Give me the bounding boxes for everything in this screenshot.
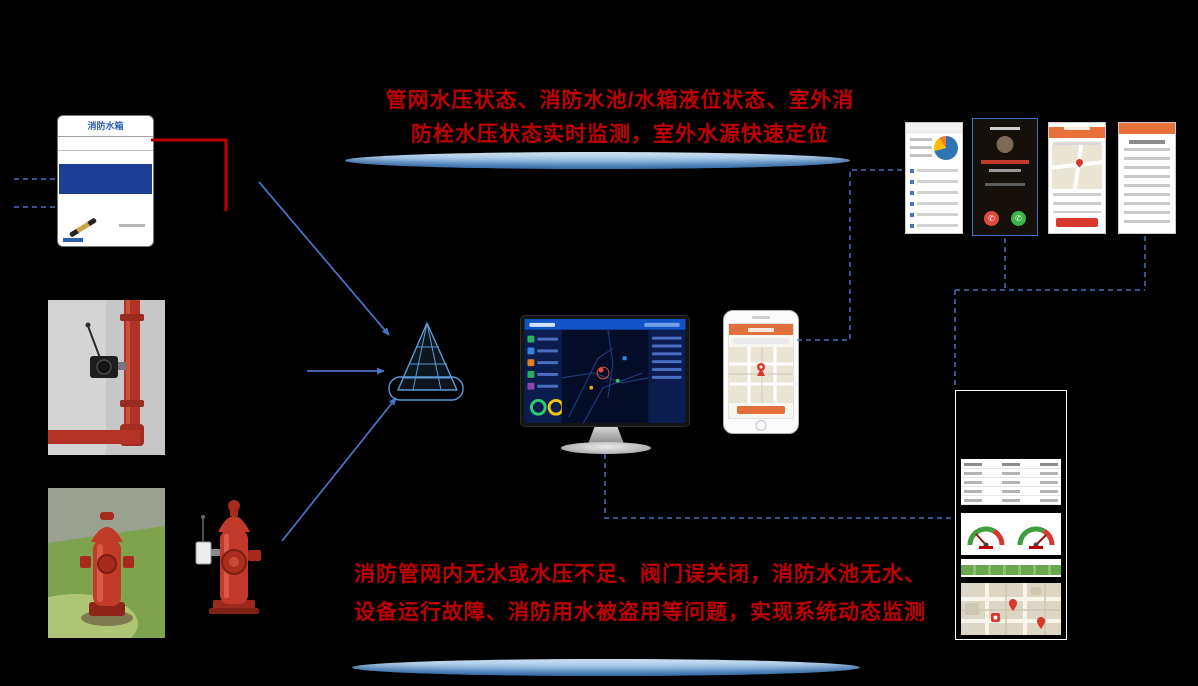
call-status-line [990,127,1020,130]
apps-to-panel-connector [954,236,1146,388]
caller-sub-line [989,169,1021,172]
fire-water-tank: 消防水箱 [57,115,154,247]
phone-map-graphic [729,324,793,418]
status-strip [961,565,1061,575]
dashboard-graphic [524,319,686,424]
pipe-photo-graphic [48,300,165,455]
phone-speaker [752,316,770,319]
app1-list-dots [910,169,914,228]
pipe-pressure-sensor-photo [48,300,165,455]
decline-call-icon: ✆ [984,211,999,226]
location-map-graphic [961,583,1061,635]
iot-platform-pyramid-icon [388,322,464,401]
bottom-banner-line1: 消防管网内无水或水压不足、阀门误关闭，消防水池无水、 [354,563,926,586]
app3-text-lines [1053,193,1101,213]
flow-arrow-hydrant [281,397,397,542]
mobile-map-phone [723,310,799,434]
tank-label: 消防水箱 [58,116,153,137]
app3-map [1052,145,1102,189]
call-info-line [985,183,1025,186]
app3-header [1049,127,1105,138]
tank-sensor-text [119,224,145,227]
tank-water-level [59,164,152,194]
caller-name-line [981,160,1029,164]
monitor-stand-neck [588,427,624,444]
app-screenshot-notice [1118,122,1176,234]
phone-home-button [755,420,767,431]
table-row [961,478,1061,487]
smart-hydrant-graphic [195,500,261,614]
caller-avatar [996,136,1014,153]
tank-rule [58,150,153,151]
pressure-data-table [961,459,1061,505]
app4-title-line [1129,140,1165,144]
hydrant-location-map [961,583,1061,635]
app1-header [906,123,962,133]
tank-outlet-pipe-line [151,138,228,211]
monitoring-dashboard-screen [520,315,690,427]
tank-sensor-dashed-lines [14,178,55,208]
pressure-gauge-icon [1017,526,1055,549]
flow-arrow-tank [258,181,390,336]
bottom-banner-text: 消防管网内无水或水压不足、阀门误关闭，消防水池无水、 设备运行故障、消防用水被盗… [350,556,930,632]
level-sensor-icon [68,217,98,238]
app4-body-lines [1124,148,1170,227]
app-screenshot-map [1048,122,1106,234]
table-header-row [961,460,1061,469]
monitor-stand-base [561,442,651,454]
pressure-gauges [961,513,1061,555]
top-banner-text: 管网水压状态、消防水池/水箱液位状态、室外消 防栓水压状态实时监测，室外水源快速… [330,84,910,152]
outdoor-hydrant-photo [48,488,165,638]
status-strip-card [961,559,1061,577]
table-row [961,496,1061,505]
table-row [961,469,1061,478]
app3-action-button [1056,218,1098,227]
top-banner-line2: 防栓水压状态实时监测，室外水源快速定位 [411,123,829,146]
phone-map-screen [728,323,794,419]
app1-list-lines [917,169,958,228]
top-banner-ellipse [345,152,850,169]
app-screenshot-incoming-call: ✆ ✆ [972,118,1038,236]
app4-header [1119,123,1175,134]
app-screenshot-overview [905,122,963,234]
table-row [961,487,1061,496]
top-banner-line1: 管网水压状态、消防水池/水箱液位状态、室外消 [385,89,855,112]
detail-panel [955,390,1067,640]
app1-text-lines [910,138,932,162]
bottom-banner-line2: 设备运行故障、消防用水被盗用等问题，实现系统动态监测 [354,601,926,624]
pressure-gauge-icon [967,526,1005,549]
phone-to-apps-connector [797,169,902,341]
hydrant-photo-graphic [48,488,165,638]
pie-chart-icon [934,136,958,160]
tank-logo [63,238,83,242]
accept-call-icon: ✆ [1011,211,1026,226]
smart-hydrant-icon [193,490,275,616]
bottom-banner-ellipse [352,659,860,676]
app3-sub-line [1053,142,1101,145]
monitor-to-panel-connector [604,454,953,519]
